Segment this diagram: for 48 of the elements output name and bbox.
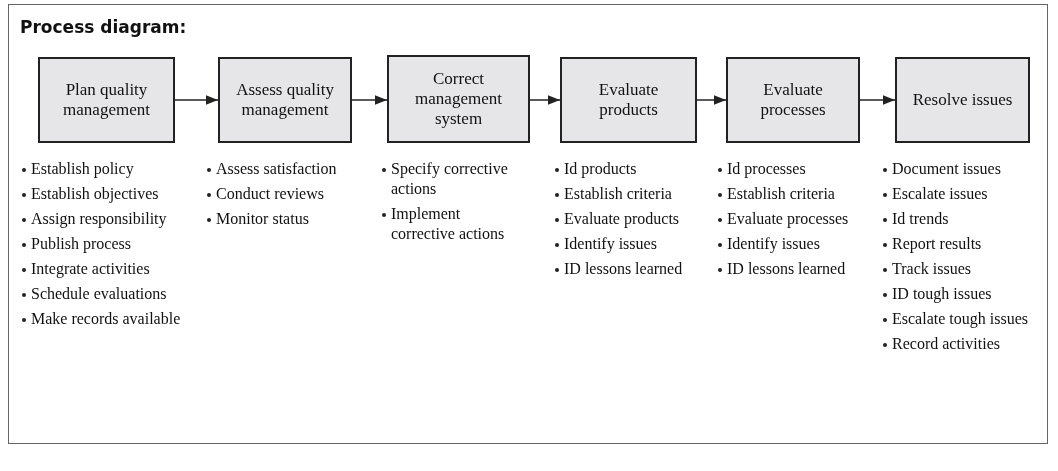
bullet-item: Record activities bbox=[892, 334, 1000, 354]
diagram-title: Process diagram: bbox=[20, 17, 187, 37]
bullet-item: Monitor status bbox=[216, 209, 309, 229]
box-label: Evaluate products bbox=[597, 79, 660, 121]
bullet-item: Establish policy bbox=[31, 159, 134, 179]
bullet-item: Establish objectives bbox=[31, 184, 159, 204]
arrow bbox=[529, 95, 561, 105]
arrow bbox=[859, 95, 896, 105]
bullet-item: Id trends bbox=[892, 209, 949, 229]
bullet-item: Make records available bbox=[31, 309, 181, 329]
box-label: Assess quality management bbox=[235, 79, 335, 121]
bullet-item: Document issues bbox=[892, 159, 1001, 179]
bullet-item: Conduct reviews bbox=[216, 184, 324, 204]
arrow bbox=[351, 95, 388, 105]
process-box bbox=[38, 57, 175, 143]
bullet-item: Schedule evaluations bbox=[31, 284, 167, 304]
bullet-item: Establish criteria bbox=[727, 184, 835, 204]
process-box bbox=[726, 57, 860, 143]
arrow bbox=[174, 95, 219, 105]
bullet-item: Establish criteria bbox=[564, 184, 672, 204]
process-box bbox=[560, 57, 697, 143]
box-label: Plan quality management bbox=[62, 79, 151, 121]
bullet-item: Identify issues bbox=[727, 234, 820, 254]
box-label: Correct management system bbox=[414, 68, 503, 130]
bullet-item: Id products bbox=[564, 159, 637, 179]
bullet-item: Escalate tough issues bbox=[892, 309, 1028, 329]
bullet-item: ID lessons learned bbox=[727, 259, 846, 279]
bullet-item: Id processes bbox=[727, 159, 806, 179]
bullet-item: Identify issues bbox=[564, 234, 657, 254]
bullet-item: Publish process bbox=[31, 234, 131, 254]
bullet-item: Integrate activities bbox=[31, 259, 150, 279]
box-label: Evaluate processes bbox=[759, 79, 827, 121]
bullet-item: Assess satisfaction bbox=[216, 159, 337, 179]
bullet-item: Specify corrective actions bbox=[391, 159, 509, 199]
box-label: Resolve issues bbox=[912, 89, 1013, 110]
process-box bbox=[218, 57, 352, 143]
bullet-item: Assign responsibility bbox=[31, 209, 167, 229]
bullet-item: ID tough issues bbox=[892, 284, 992, 304]
process-box bbox=[895, 57, 1030, 143]
arrow bbox=[696, 95, 727, 105]
process-box bbox=[387, 55, 530, 143]
bullet-item: Evaluate processes bbox=[727, 209, 849, 229]
bullet-item: Implement corrective actions bbox=[391, 204, 506, 244]
bullet-item: Report results bbox=[892, 234, 982, 254]
bullet-item: Track issues bbox=[892, 259, 971, 279]
bullet-item: Escalate issues bbox=[892, 184, 988, 204]
bullet-item: ID lessons learned bbox=[564, 259, 683, 279]
bullet-item: Evaluate products bbox=[564, 209, 680, 229]
